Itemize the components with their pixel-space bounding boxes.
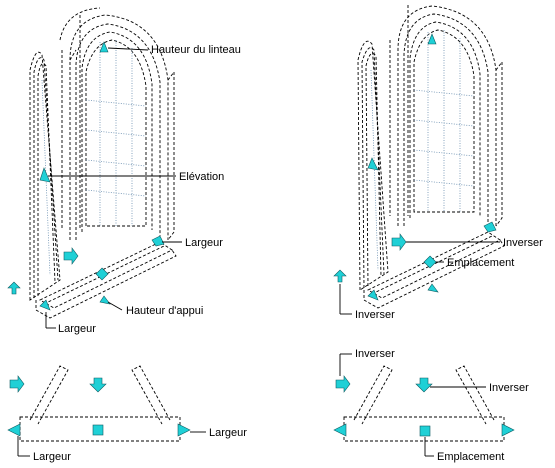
elevation-label: Elévation bbox=[179, 171, 224, 183]
location-label-plan: Emplacement bbox=[437, 451, 504, 463]
arrow-grip-icon[interactable] bbox=[415, 377, 433, 393]
square-grip-icon[interactable] bbox=[419, 425, 431, 437]
flip-label-plan-right: Inverser bbox=[489, 382, 529, 394]
left-window-3d bbox=[29, 7, 177, 319]
width-label-left: Largeur bbox=[58, 323, 96, 335]
arrow-grip-icon[interactable] bbox=[63, 247, 79, 265]
location-label-right: Emplacement bbox=[447, 257, 514, 269]
arrow-grip-icon[interactable] bbox=[335, 375, 351, 393]
diamond-grip-icon[interactable] bbox=[95, 267, 109, 281]
square-grip-icon[interactable] bbox=[92, 424, 104, 436]
arrow-grip-icon[interactable] bbox=[151, 235, 165, 247]
arrow-grip-icon[interactable] bbox=[9, 375, 25, 393]
diamond-grip-icon[interactable] bbox=[423, 255, 437, 269]
flip-label-right: Inverser bbox=[503, 237, 543, 249]
width-label-plan-right: Largeur bbox=[209, 427, 247, 439]
arrow-grip-icon[interactable] bbox=[7, 281, 21, 295]
arrow-grip-icon[interactable] bbox=[177, 423, 191, 437]
flip-label-side: Inverser bbox=[355, 309, 395, 321]
lintel-height-label: Hauteur du linteau bbox=[151, 44, 241, 56]
sill-height-label: Hauteur d'appui bbox=[126, 305, 203, 317]
arrow-grip-icon[interactable] bbox=[89, 377, 107, 393]
arrow-grip-icon[interactable] bbox=[367, 289, 379, 301]
width-label-plan-left: Largeur bbox=[33, 451, 71, 463]
arrow-grip-icon[interactable] bbox=[7, 423, 21, 437]
arrow-grip-icon[interactable] bbox=[39, 299, 51, 311]
flip-label-plan-left: Inverser bbox=[355, 348, 395, 360]
arrow-grip-icon[interactable] bbox=[501, 423, 515, 437]
arrow-grip-icon[interactable] bbox=[427, 33, 437, 45]
arrow-grip-icon[interactable] bbox=[391, 233, 407, 251]
width-label-top: Largeur bbox=[185, 237, 223, 249]
arrow-grip-icon[interactable] bbox=[367, 157, 379, 171]
right-window-3d bbox=[357, 5, 505, 309]
arrow-grip-icon[interactable] bbox=[39, 167, 51, 183]
arrow-grip-icon[interactable] bbox=[333, 269, 347, 283]
arrow-grip-icon[interactable] bbox=[99, 41, 109, 53]
arrow-grip-icon[interactable] bbox=[483, 221, 497, 233]
arrow-grip-icon[interactable] bbox=[333, 423, 347, 437]
arrow-grip-icon[interactable] bbox=[427, 283, 439, 293]
arrow-grip-icon[interactable] bbox=[99, 295, 111, 305]
